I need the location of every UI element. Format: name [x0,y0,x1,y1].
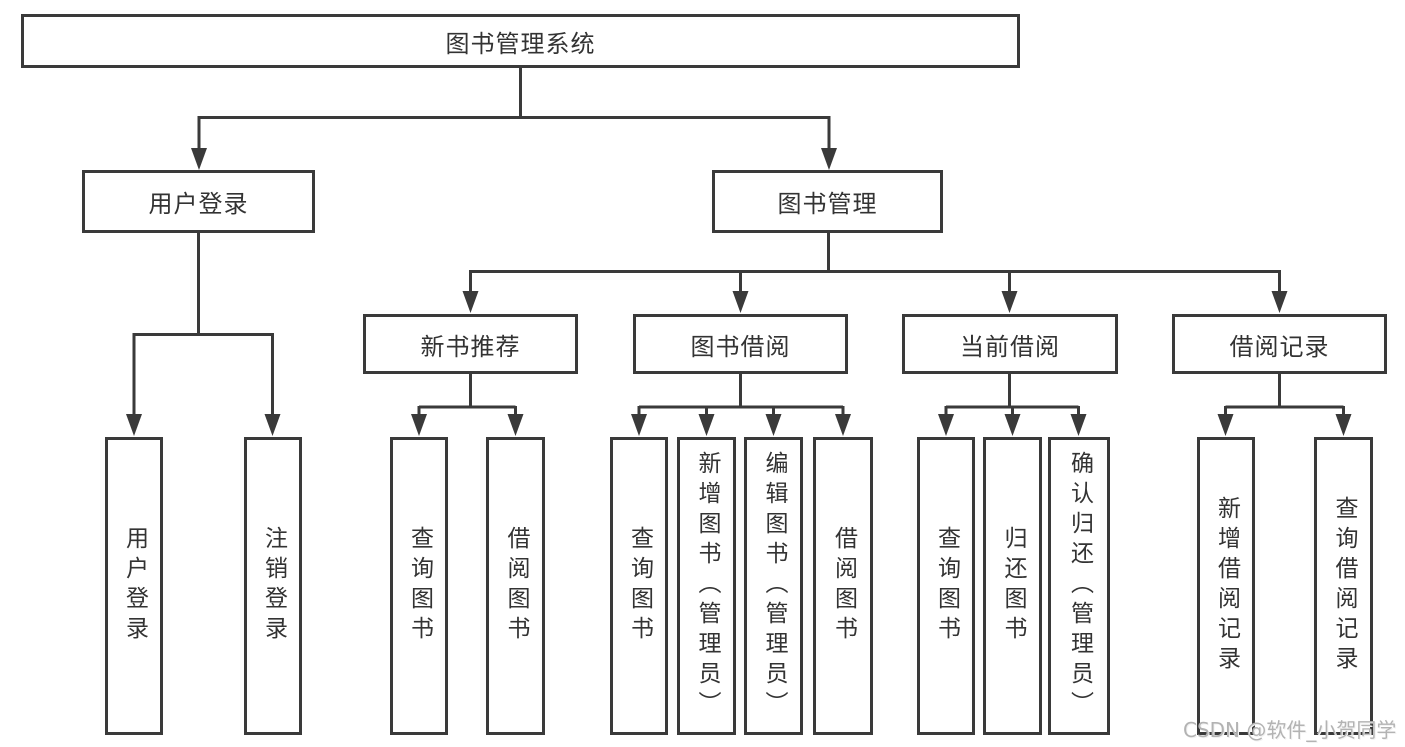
leaf-current-return-label: 归还图书 [1000,526,1026,646]
arrowhead [938,414,954,436]
leaf-newbook-borrow: 借阅图书 [486,437,545,735]
leaf-current-confirm-admin-label: 确认归还（管理员） [1066,451,1093,721]
node-book-borrow-label: 图书借阅 [690,332,791,361]
arrowhead [698,414,715,436]
leaf-logout: 注销登录 [244,437,302,735]
node-new-book-rec: 新书推荐 [363,314,578,374]
arrowhead [1271,291,1288,313]
leaf-current-query-label: 查询图书 [933,526,960,646]
arrowhead [126,414,142,436]
arrowhead [1070,414,1087,436]
leaf-borrow-add-admin: 新增图书（管理员） [677,437,736,735]
arrowhead [765,414,782,436]
node-book-mgmt: 图书管理 [712,170,943,233]
arrowhead [1217,414,1234,436]
csdn-watermark: CSDN @软件_小贺同学 [1183,718,1397,742]
leaf-current-return: 归还图书 [983,437,1042,735]
node-current-borrow: 当前借阅 [902,314,1118,374]
arrowhead [835,414,851,436]
node-user-login: 用户登录 [82,170,315,233]
node-new-book-rec-label: 新书推荐 [420,332,521,361]
arrowhead [732,291,749,313]
connector-root [191,68,837,170]
node-root: 图书管理系统 [21,14,1020,68]
leaf-records-add-label: 新增借阅记录 [1213,496,1240,676]
arrowhead [631,414,647,436]
node-root-label: 图书管理系统 [445,29,596,58]
leaf-records-query: 查询借阅记录 [1314,437,1373,735]
arrowhead [1335,414,1352,436]
node-borrow-records-label: 借阅记录 [1229,332,1330,361]
leaf-records-query-label: 查询借阅记录 [1331,496,1357,676]
leaf-user-login: 用户登录 [105,437,163,735]
connector-current-borrow [938,374,1087,436]
arrowhead [1001,291,1018,313]
leaf-borrow-edit-admin-label: 编辑图书（管理员） [761,451,787,721]
leaf-records-add: 新增借阅记录 [1197,437,1255,735]
arrowhead [821,148,837,170]
leaf-newbook-borrow-label: 借阅图书 [503,526,529,646]
node-user-login-label: 用户登录 [148,190,249,218]
arrowhead [507,414,524,436]
connector-book-mgmt [462,233,1288,313]
connector-book-borrow [631,374,851,436]
leaf-borrow-book-label: 借阅图书 [830,526,857,646]
leaf-user-login-label: 用户登录 [121,526,148,646]
arrowhead [411,414,427,436]
leaf-newbook-query-label: 查询图书 [406,526,433,646]
arrowhead [191,148,207,170]
leaf-logout-label: 注销登录 [260,526,287,646]
arrowhead [462,291,479,313]
leaf-borrow-book: 借阅图书 [813,437,873,735]
arrowhead [264,414,281,436]
leaf-borrow-edit-admin: 编辑图书（管理员） [744,437,803,735]
node-borrow-records: 借阅记录 [1172,314,1387,374]
node-book-mgmt-label: 图书管理 [777,190,878,218]
connector-borrow-records [1217,374,1352,436]
leaf-current-confirm-admin: 确认归还（管理员） [1048,437,1110,735]
node-book-borrow: 图书借阅 [633,314,848,374]
leaf-borrow-query: 查询图书 [610,437,668,735]
connector-user-login [126,233,281,436]
node-current-borrow-label: 当前借阅 [960,332,1060,361]
arrowhead [1004,414,1021,436]
leaf-borrow-add-admin-label: 新增图书（管理员） [694,451,720,721]
leaf-borrow-query-label: 查询图书 [626,526,653,646]
leaf-current-query: 查询图书 [917,437,975,735]
connector-new-book [411,374,524,436]
leaf-newbook-query: 查询图书 [390,437,448,735]
